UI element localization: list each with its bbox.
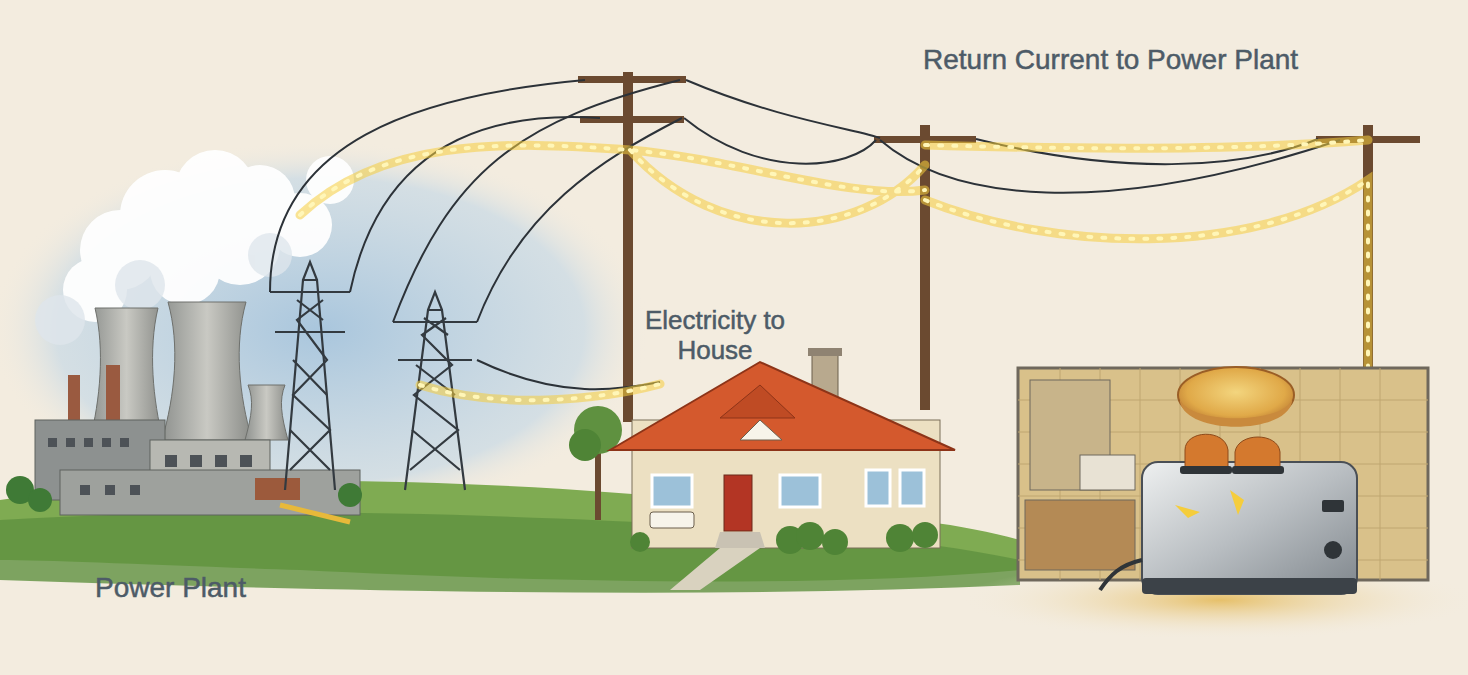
caption-label: Power Plant: [95, 572, 246, 604]
caption-label: Return Current to Power Plant: [923, 44, 1298, 76]
caption-label: Electricity to House: [640, 306, 790, 366]
